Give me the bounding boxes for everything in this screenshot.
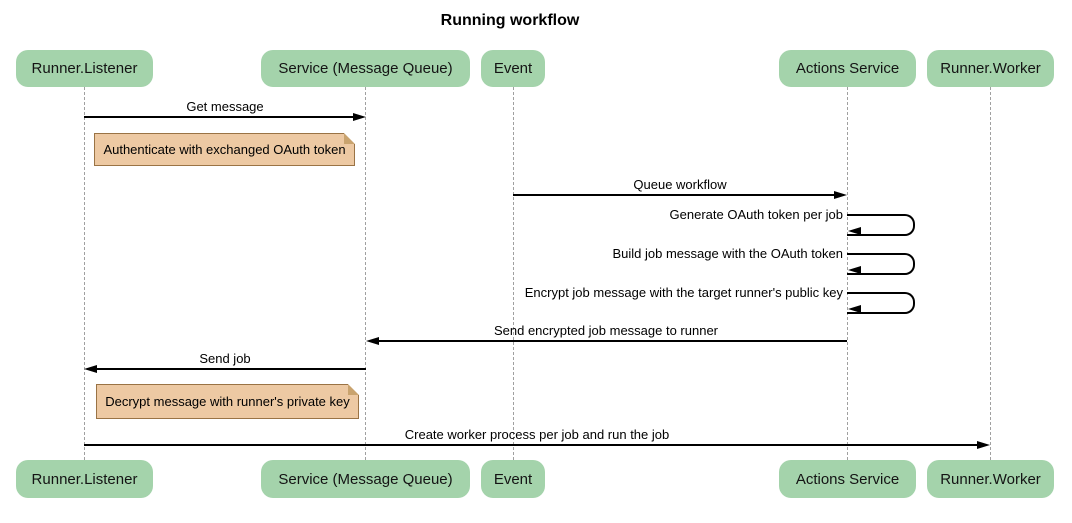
participant-bottom-service-message-queue: Service (Message Queue) [261,460,470,498]
message-line-queue-workflow [513,194,835,196]
selfloop-build-job-message [847,253,915,275]
note-text: Authenticate with exchanged OAuth token [103,142,346,157]
arrowhead-left-icon [848,266,861,274]
arrowhead-left-icon [366,337,379,345]
lifeline-runner-listener [84,87,85,460]
message-label-send-encrypted-job: Send encrypted job message to runner [493,323,719,338]
arrowhead-left-icon [848,227,861,235]
selfloop-generate-oauth-token [847,214,915,236]
message-label-queue-workflow: Queue workflow [633,177,727,192]
arrowhead-right-icon [834,191,847,199]
message-line-send-job [97,368,366,370]
note-text: Decrypt message with runner's private ke… [105,394,350,409]
message-line-create-worker [84,444,978,446]
arrowhead-left-icon [84,365,97,373]
participant-top-runner-listener: Runner.Listener [16,50,153,87]
note-authenticate: Authenticate with exchanged OAuth token [94,133,355,166]
note-fold-icon [348,384,359,395]
participant-bottom-actions-service: Actions Service [779,460,916,498]
message-label-create-worker: Create worker process per job and run th… [404,427,670,442]
note-fold-icon [344,133,355,144]
diagram-title: Running workflow [440,12,580,29]
participant-top-runner-worker: Runner.Worker [927,50,1054,87]
participant-top-actions-service: Actions Service [779,50,916,87]
message-line-get-message [84,116,354,118]
participant-top-service-message-queue: Service (Message Queue) [261,50,470,87]
participant-bottom-runner-worker: Runner.Worker [927,460,1054,498]
lifeline-event [513,87,514,460]
message-label-encrypt-job-message: Encrypt job message with the target runn… [524,285,843,300]
participant-top-event: Event [481,50,545,87]
arrowhead-right-icon [353,113,366,121]
note-decrypt: Decrypt message with runner's private ke… [96,384,359,419]
message-label-get-message: Get message [186,99,264,114]
participant-bottom-runner-listener: Runner.Listener [16,460,153,498]
message-label-build-job-message: Build job message with the OAuth token [612,246,843,261]
participant-bottom-event: Event [481,460,545,498]
message-label-send-job: Send job [199,351,251,366]
lifeline-service-message-queue [365,87,366,460]
message-line-send-encrypted-job [379,340,847,342]
lifeline-runner-worker [990,87,991,460]
arrowhead-left-icon [848,305,861,313]
message-label-generate-oauth-token: Generate OAuth token per job [669,207,843,222]
selfloop-encrypt-job-message [847,292,915,314]
arrowhead-right-icon [977,441,990,449]
